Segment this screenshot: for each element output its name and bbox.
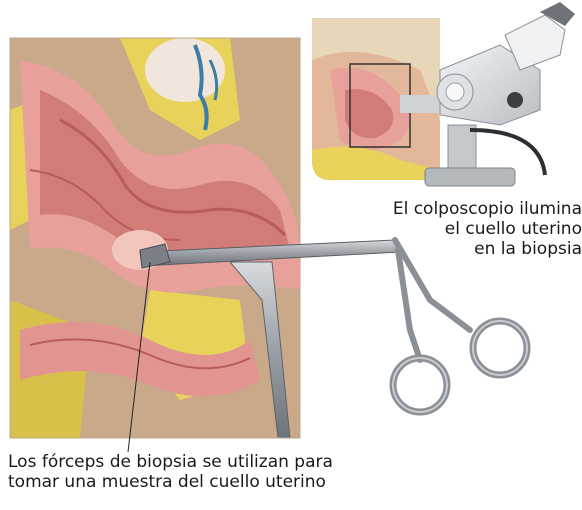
forceps-caption-line-1: Los fórceps de biopsia se utilizan para <box>8 452 448 472</box>
colposcope-caption-line-1: El colposcopio ilumina <box>368 199 582 219</box>
anatomy-cross-section <box>10 38 300 438</box>
colposcope-caption-line-3: en la biopsia <box>368 239 582 259</box>
colposcope-caption: El colposcopio ilumina el cuello uterino… <box>368 199 582 259</box>
colposcope-caption-line-2: el cuello uterino <box>368 219 582 239</box>
forceps-caption-line-2: tomar una muestra del cuello uterino <box>8 472 448 492</box>
forceps-caption: Los fórceps de biopsia se utilizan para … <box>8 452 448 492</box>
